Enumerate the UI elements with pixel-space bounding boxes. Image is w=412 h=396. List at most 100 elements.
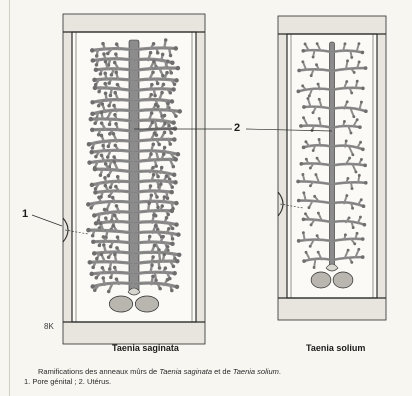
uterus-branch-tip xyxy=(172,173,176,177)
uterus-twig-tip xyxy=(151,166,155,170)
uterus-twig-tip xyxy=(115,204,119,208)
uterus-twig-tip xyxy=(312,56,315,59)
uterus-branch-tip xyxy=(363,223,367,227)
uterus-twig-tip xyxy=(350,261,353,264)
taenia-solium-segment xyxy=(278,16,386,320)
uterus-twig-tip xyxy=(107,290,111,294)
uterus-twig-tip xyxy=(108,132,112,136)
uterus-branch-tip xyxy=(171,87,175,91)
uterus-twig-tip xyxy=(344,233,347,236)
uterus-branch-tip xyxy=(364,66,368,70)
uterus-twig-tip xyxy=(114,52,118,56)
uterus-twig-tip xyxy=(350,91,353,94)
uterus-twig-tip xyxy=(345,80,348,83)
uterus-twig-tip xyxy=(152,213,156,217)
uterus-twig-tip xyxy=(161,235,165,239)
uterus-twig-tip xyxy=(358,60,361,63)
uterus-twig-tip xyxy=(172,265,176,269)
uterus-twig-tip xyxy=(152,173,156,177)
uterus-twig-tip xyxy=(308,94,311,97)
uterus-branch-tip xyxy=(297,69,301,73)
uterus-twig-tip xyxy=(104,162,108,166)
uterus-twig-tip xyxy=(169,131,173,135)
uterus-branch-tip xyxy=(87,160,91,164)
uterus-twig-tip xyxy=(305,158,308,161)
uterus-twig-tip xyxy=(166,59,170,63)
uterus-branch-tip xyxy=(94,68,98,72)
uterus-twig-tip xyxy=(95,63,99,67)
uterus-twig-tip xyxy=(114,144,118,148)
uterus-branch-tip xyxy=(176,152,180,156)
uterus-branch-tip xyxy=(92,213,96,217)
uterus-twig-tip xyxy=(151,275,155,279)
uterus-twig-tip xyxy=(357,248,360,251)
uterus-twig-tip xyxy=(114,122,118,126)
uterus-twig-tip xyxy=(166,278,170,282)
uterus-twig-tip xyxy=(309,184,312,187)
uterus-trunk xyxy=(330,42,335,268)
uterus-twig-tip xyxy=(164,266,168,270)
uterus-branch-tip xyxy=(302,145,306,149)
uterus-twig-tip xyxy=(360,158,363,161)
uterus-twig-tip xyxy=(99,72,103,76)
uterus-twig-tip xyxy=(155,195,159,199)
uterus-branch-tip xyxy=(302,105,306,109)
uterus-branch-tip xyxy=(174,222,178,226)
uterus-twig-tip xyxy=(152,143,156,147)
uterus-twig-tip xyxy=(162,152,166,156)
uterus-twig-tip xyxy=(109,185,113,189)
uterus-twig-tip xyxy=(166,102,170,106)
uterus-twig-tip xyxy=(347,249,350,252)
uterus-branch-tip xyxy=(363,164,367,168)
uterus-twig-tip xyxy=(347,177,350,180)
uterus-twig-tip xyxy=(154,164,158,168)
uterus-twig-tip xyxy=(343,120,346,123)
uterus-branch-tip xyxy=(92,78,96,82)
uterus-twig-tip xyxy=(170,185,174,189)
uterus-twig-tip xyxy=(102,243,106,247)
uterus-twig-tip xyxy=(356,80,359,83)
uterus-branch-tip xyxy=(94,221,98,225)
uterus-twig-tip xyxy=(165,175,169,179)
uterus-twig-tip xyxy=(169,54,173,58)
uterus-twig-tip xyxy=(109,94,113,98)
uterus-twig-tip xyxy=(346,59,349,62)
uterus-branch-tip xyxy=(173,180,177,184)
uterus-twig-tip xyxy=(108,267,112,271)
uterus-branch-tip xyxy=(93,167,97,171)
uterus-twig-tip xyxy=(166,196,170,200)
uterus-branch-tip xyxy=(177,253,181,257)
uterus-twig-tip xyxy=(113,214,117,218)
uterus-twig-tip xyxy=(147,201,151,205)
uterus-branch-tip xyxy=(90,183,94,187)
uterus-twig-tip xyxy=(358,174,361,177)
uterus-branch-tip xyxy=(170,209,174,213)
uterus-twig-tip xyxy=(158,287,162,291)
uterus-twig-tip xyxy=(310,74,313,77)
uterus-twig-tip xyxy=(104,216,108,220)
uterus-twig-tip xyxy=(99,222,103,226)
uterus-twig-tip xyxy=(159,182,163,186)
uterus-branch-tip xyxy=(362,204,366,208)
uterus-twig-tip xyxy=(345,140,348,143)
uterus-twig-tip xyxy=(353,71,356,74)
uterus-twig-tip xyxy=(166,245,170,249)
uterus-branch-tip xyxy=(93,190,97,194)
uterus-twig-tip xyxy=(313,266,316,269)
uterus-twig-tip xyxy=(174,114,178,118)
species-name-solium: Taenia solium xyxy=(306,343,365,353)
uterus-branch-tip xyxy=(301,49,305,53)
uterus-twig-tip xyxy=(302,231,305,234)
uterus-twig-tip xyxy=(103,82,107,86)
uterus-branch-tip xyxy=(173,126,177,130)
uterus-twig-tip xyxy=(316,157,319,160)
uterus-twig-tip xyxy=(156,51,160,55)
uterus-twig-tip xyxy=(107,81,111,85)
uterus-branch-tip xyxy=(361,237,365,241)
uterus-twig-tip xyxy=(150,263,154,267)
uterus-twig-tip xyxy=(109,276,113,280)
uterus-twig-tip xyxy=(107,255,111,259)
uterus-twig-tip xyxy=(149,51,153,55)
uterus-twig-tip xyxy=(91,266,95,270)
uterus-twig-tip xyxy=(163,114,167,118)
